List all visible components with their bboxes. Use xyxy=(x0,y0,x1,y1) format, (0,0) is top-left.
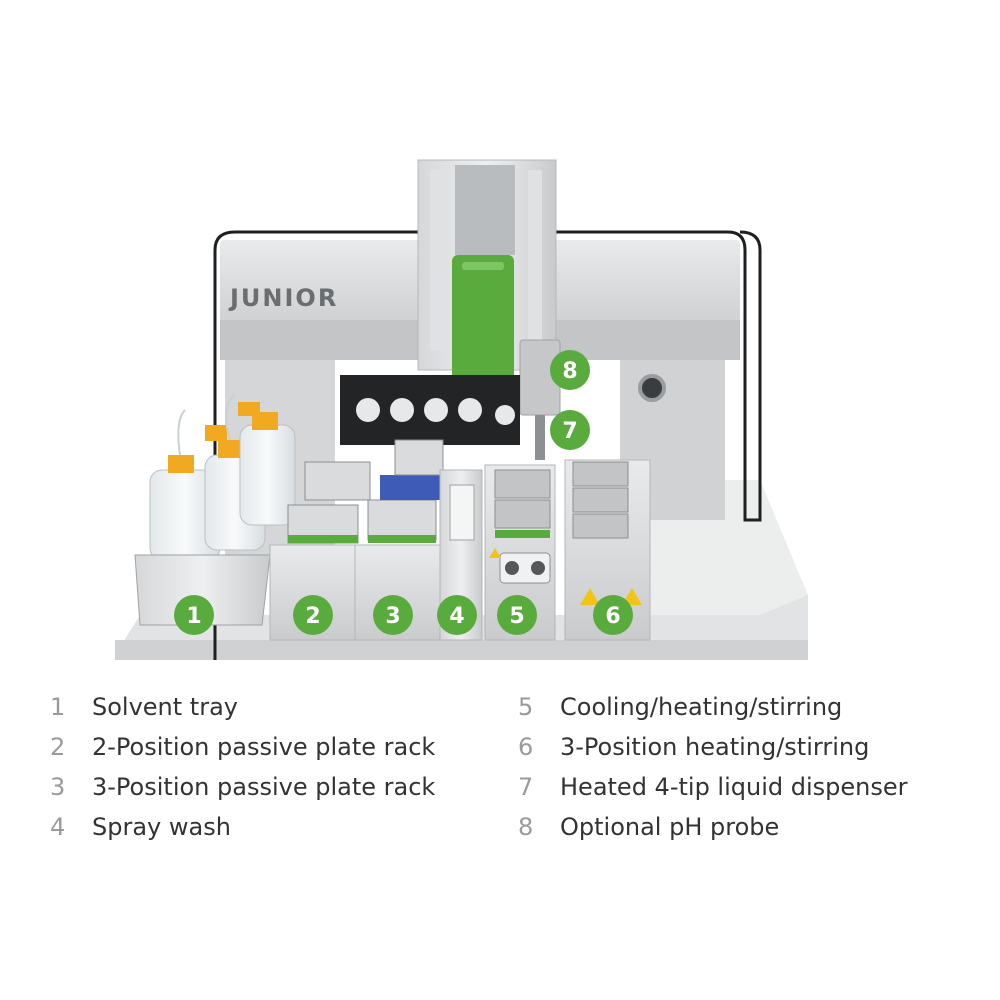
legend-label: Heated 4-tip liquid dispenser xyxy=(560,773,908,801)
legend-column-left: 1 Solvent tray 2 2-Position passive plat… xyxy=(50,687,435,847)
pump-row xyxy=(340,375,520,445)
svg-text:3: 3 xyxy=(385,604,400,629)
badge-8: 8 xyxy=(550,350,590,390)
legend-number: 1 xyxy=(50,693,66,721)
legend-number: 2 xyxy=(50,733,66,761)
legend-label: 3-Position heating/stirring xyxy=(560,733,870,761)
legend-label: Cooling/heating/stirring xyxy=(560,693,843,721)
badge-5: 5 xyxy=(497,595,537,635)
solvent-bottles xyxy=(149,394,296,561)
instrument-figure: JUNIOR xyxy=(115,159,808,660)
badges: 1 2 3 4 5 6 7 8 xyxy=(174,350,633,635)
legend: 1 Solvent tray 2 2-Position passive plat… xyxy=(0,687,1000,847)
legend-label: 3-Position passive plate rack xyxy=(92,773,436,801)
legend-number: 6 xyxy=(518,733,534,761)
legend-item: 5 Cooling/heating/stirring xyxy=(518,687,908,727)
legend-item: 2 2-Position passive plate rack xyxy=(50,727,435,767)
badge-2: 2 xyxy=(293,595,333,635)
legend-label: 2-Position passive plate rack xyxy=(92,733,436,761)
svg-text:5: 5 xyxy=(509,604,524,629)
svg-text:2: 2 xyxy=(305,604,320,629)
legend-number: 7 xyxy=(518,773,534,801)
badge-3: 3 xyxy=(373,595,413,635)
svg-text:8: 8 xyxy=(562,359,577,384)
legend-item: 3 3-Position passive plate rack xyxy=(50,767,435,807)
badge-1: 1 xyxy=(174,595,214,635)
legend-item: 8 Optional pH probe xyxy=(518,807,908,847)
svg-text:6: 6 xyxy=(605,604,620,629)
legend-label: Spray wash xyxy=(92,813,231,841)
legend-item: 7 Heated 4-tip liquid dispenser xyxy=(518,767,908,807)
legend-item: 1 Solvent tray xyxy=(50,687,435,727)
svg-text:1: 1 xyxy=(186,604,201,629)
legend-number: 4 xyxy=(50,813,66,841)
svg-text:7: 7 xyxy=(562,419,577,444)
legend-label: Solvent tray xyxy=(92,693,238,721)
legend-label: Optional pH probe xyxy=(560,813,780,841)
solvent-tray xyxy=(134,554,271,626)
legend-item: 4 Spray wash xyxy=(50,807,435,847)
module-3-position-heating xyxy=(564,459,651,641)
brand-logo: JUNIOR xyxy=(228,284,338,312)
badge-7: 7 xyxy=(550,410,590,450)
badge-4: 4 xyxy=(437,595,477,635)
svg-text:4: 4 xyxy=(449,604,464,629)
legend-number: 5 xyxy=(518,693,534,721)
knob-icon xyxy=(638,374,666,402)
legend-number: 8 xyxy=(518,813,534,841)
badge-6: 6 xyxy=(593,595,633,635)
legend-column-right: 5 Cooling/heating/stirring 6 3-Position … xyxy=(518,687,908,847)
legend-item: 6 3-Position heating/stirring xyxy=(518,727,908,767)
legend-number: 3 xyxy=(50,773,66,801)
module-2-position-rack xyxy=(269,461,371,641)
